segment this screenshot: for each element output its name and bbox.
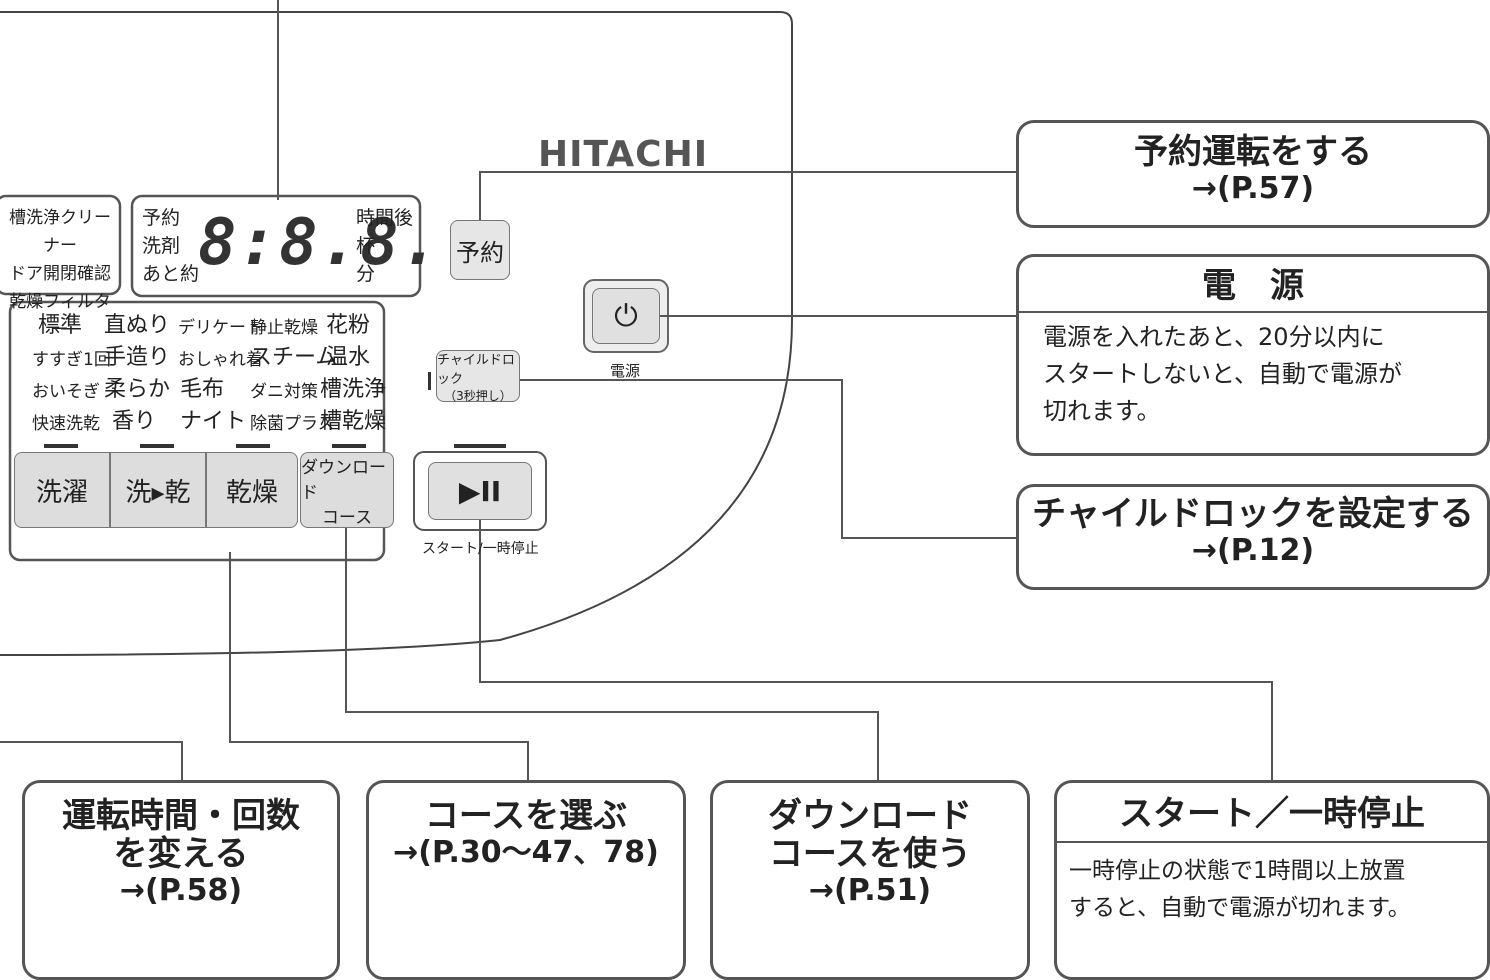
- course-delicate: デリケート: [178, 318, 263, 338]
- callout-reserve: 予約運転をする →(P.57): [1016, 120, 1490, 228]
- course-warm-water: 温水: [326, 345, 371, 370]
- display-right-labels: 時間後 杯 分: [356, 204, 413, 288]
- indicator-tub-cleaner: 槽洗浄クリーナー: [9, 208, 111, 256]
- callout-start-desc-1: 一時停止の状態で1時間以上放置: [1069, 858, 1406, 884]
- course-mite: ダニ対策: [250, 382, 318, 402]
- display-label-hours-later: 時間後: [356, 207, 414, 229]
- callout-download-ref: →(P.51): [808, 873, 932, 908]
- play-pause-icon: ▶II: [458, 474, 502, 508]
- indicator-dash: [140, 444, 174, 448]
- course-still-dry: 静止乾燥: [250, 318, 318, 338]
- power-icon: ⏻: [614, 298, 638, 334]
- course-fragrance: 香り: [112, 409, 157, 434]
- callout-start-desc-2: すると、自動で電源が切れます。: [1069, 895, 1411, 921]
- course-tub-dry: 槽乾燥: [320, 409, 387, 434]
- download-course-button[interactable]: ダウンロード コース: [300, 452, 394, 528]
- child-lock-sublabel: （3秒押し）: [444, 388, 512, 403]
- wash-button-label: 洗濯: [35, 477, 88, 508]
- display-label-remaining: あと約: [142, 263, 200, 285]
- callout-time-ref: →(P.58): [119, 873, 243, 908]
- course-quick-dry: 快速洗乾: [32, 414, 100, 434]
- callout-download: ダウンロード コースを使う →(P.51): [710, 780, 1030, 980]
- course-fashion: おしゃれ着: [178, 350, 263, 370]
- power-button-label: 電源: [610, 362, 641, 380]
- course-tub-wash: 槽洗浄: [320, 377, 387, 402]
- child-lock-button[interactable]: チャイルドロック （3秒押し）: [436, 350, 520, 403]
- course-steam: スチーム: [250, 345, 338, 370]
- display-left-labels: 予約 洗剤 あと約: [142, 204, 199, 288]
- course-handmade: 手造り: [104, 345, 171, 370]
- indicator-dry-filter: 乾燥フィルター: [9, 292, 111, 340]
- dry-button-label: 乾燥: [225, 477, 278, 508]
- callout-power-desc-3: 切れます。: [1043, 397, 1161, 425]
- display-label-cups: 杯: [356, 235, 376, 257]
- course-quick: おいそぎ: [32, 382, 100, 402]
- indicator-dash: [236, 444, 270, 448]
- download-course-label-2: コース: [321, 507, 373, 528]
- brand-logo: HITACHI: [538, 134, 709, 175]
- child-lock-label: チャイルドロック: [437, 352, 515, 387]
- indicator-door-check: ドア開閉確認: [9, 264, 111, 284]
- callout-power-desc-1: 電源を入れたあと、20分以内に: [1043, 323, 1385, 351]
- wash-dry-button[interactable]: 洗▸乾: [110, 452, 206, 528]
- start-pause-button[interactable]: ▶II: [428, 462, 532, 520]
- callout-download-title-2: コースを使う: [768, 834, 972, 874]
- callout-time: 運転時間・回数 を変える →(P.58): [22, 780, 340, 980]
- callout-child-lock-ref: →(P.12): [1191, 533, 1315, 568]
- callout-power-desc-2: スタートしないと、自動で電源が: [1043, 360, 1403, 388]
- power-button[interactable]: ⏻: [592, 288, 660, 344]
- download-course-label-1: ダウンロード: [301, 457, 386, 503]
- wash-button[interactable]: 洗濯: [14, 452, 110, 528]
- indicator-list: 槽洗浄クリーナー ドア開閉確認 乾燥フィルター: [4, 204, 116, 344]
- course-night: ナイト: [180, 409, 247, 434]
- course-soft: 柔らか: [104, 377, 171, 402]
- callout-course: コースを選ぶ →(P.30〜47、78): [366, 780, 686, 980]
- course-standard: 標準: [38, 313, 83, 338]
- display-digits: 8:8.8.: [198, 206, 442, 280]
- indicator-dash: [332, 444, 366, 448]
- wash-dry-button-label: 洗▸乾: [125, 477, 191, 508]
- callout-course-ref: →(P.30〜47、78): [393, 835, 659, 870]
- callout-course-title: コースを選ぶ: [424, 796, 628, 836]
- display-label-reserve: 予約: [142, 207, 181, 229]
- callout-reserve-title: 予約運転をする: [1134, 132, 1372, 172]
- callout-reserve-ref: →(P.57): [1191, 171, 1315, 206]
- callout-child-lock: チャイルドロックを設定する →(P.12): [1016, 484, 1490, 590]
- course-pollen: 花粉: [326, 313, 371, 338]
- course-sterilize: 除菌プラス: [250, 414, 335, 434]
- start-pause-label: スタート/一時停止: [422, 541, 539, 557]
- callout-power: 電 源 電源を入れたあと、20分以内に スタートしないと、自動で電源が 切れます…: [1016, 254, 1490, 456]
- callout-time-title-1: 運転時間・回数: [62, 796, 300, 836]
- callout-start-title: スタート／一時停止: [1119, 794, 1425, 834]
- display-label-minutes: 分: [356, 263, 376, 285]
- display-label-detergent: 洗剤: [142, 235, 181, 257]
- callout-child-lock-title: チャイルドロックを設定する: [1032, 494, 1474, 534]
- dry-button[interactable]: 乾燥: [206, 452, 298, 528]
- course-direct: 直ぬり: [104, 313, 171, 338]
- reserve-button-label: 予約: [456, 238, 504, 267]
- callout-time-title-2: を変える: [113, 834, 249, 874]
- callout-start: スタート／一時停止 一時停止の状態で1時間以上放置 すると、自動で電源が切れます…: [1054, 780, 1490, 980]
- reserve-button[interactable]: 予約: [450, 220, 510, 280]
- callout-download-title-1: ダウンロード: [768, 796, 972, 836]
- course-one-rinse: すすぎ1回: [32, 350, 111, 370]
- indicator-dash: [44, 444, 78, 448]
- callout-power-title: 電 源: [1202, 266, 1304, 306]
- course-blanket: 毛布: [180, 377, 225, 402]
